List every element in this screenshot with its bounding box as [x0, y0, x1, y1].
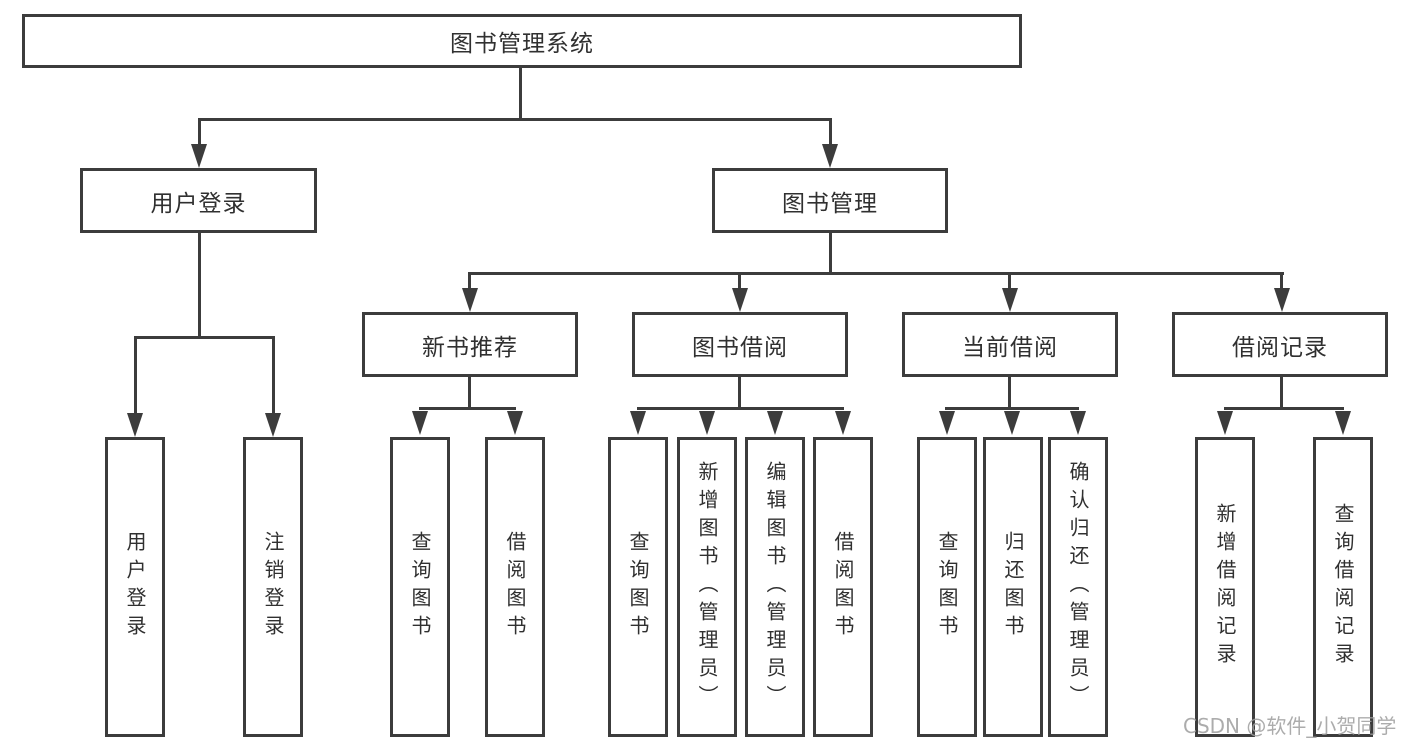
- connector-line: [1280, 272, 1283, 292]
- connector-line: [945, 407, 1079, 410]
- connector-line: [738, 272, 741, 292]
- arrowhead-down-icon: [1274, 288, 1290, 312]
- leaf-query-book-b: 查询图书: [608, 437, 668, 737]
- node-book-borrow-label: 图书借阅: [692, 334, 788, 361]
- node-current-borrow-label: 当前借阅: [962, 334, 1058, 361]
- node-current-borrow: 当前借阅: [902, 312, 1118, 377]
- connector-line: [1008, 377, 1011, 409]
- connector-line: [134, 336, 137, 414]
- leaf-confirm-return: 确认归还（管理员）: [1048, 437, 1108, 737]
- leaf-user-login-label: 用户登录: [123, 531, 147, 643]
- arrowhead-down-icon: [1335, 411, 1351, 435]
- arrowhead-down-icon: [699, 411, 715, 435]
- node-new-book-rec-label: 新书推荐: [422, 334, 518, 361]
- leaf-query-record-label: 查询借阅记录: [1331, 503, 1355, 671]
- connector-line: [419, 407, 516, 410]
- connector-line: [637, 407, 844, 410]
- leaf-add-book-label: 新增图书（管理员）: [695, 461, 719, 713]
- connector-line: [829, 118, 832, 148]
- node-book-borrow: 图书借阅: [632, 312, 848, 377]
- leaf-confirm-return-label: 确认归还（管理员）: [1066, 461, 1090, 713]
- leaf-edit-book-label: 编辑图书（管理员）: [763, 461, 787, 713]
- node-new-book-rec: 新书推荐: [362, 312, 578, 377]
- leaf-borrow-book-a-label: 借阅图书: [503, 531, 527, 643]
- leaf-query-book-b-label: 查询图书: [626, 531, 650, 643]
- arrowhead-down-icon: [412, 411, 428, 435]
- leaf-borrow-book-b-label: 借阅图书: [831, 531, 855, 643]
- node-user-login: 用户登录: [80, 168, 317, 233]
- connector-line: [198, 118, 832, 121]
- connector-line: [519, 68, 522, 120]
- leaf-query-book-a: 查询图书: [390, 437, 450, 737]
- leaf-borrow-book-b: 借阅图书: [813, 437, 873, 737]
- arrowhead-down-icon: [1002, 288, 1018, 312]
- connector-line: [1280, 377, 1283, 409]
- leaf-logout-login-label: 注销登录: [261, 531, 285, 643]
- node-borrow-record: 借阅记录: [1172, 312, 1388, 377]
- leaf-add-record: 新增借阅记录: [1195, 437, 1255, 737]
- node-book-mgmt-label: 图书管理: [782, 190, 878, 217]
- leaf-return-book: 归还图书: [983, 437, 1043, 737]
- connector-line: [272, 336, 275, 414]
- arrowhead-down-icon: [1070, 411, 1086, 435]
- leaf-return-book-label: 归还图书: [1001, 531, 1025, 643]
- leaf-add-record-label: 新增借阅记录: [1213, 503, 1237, 671]
- node-root-label: 图书管理系统: [450, 31, 594, 57]
- leaf-logout-login: 注销登录: [243, 437, 303, 737]
- connector-line: [468, 272, 1284, 275]
- arrowhead-down-icon: [507, 411, 523, 435]
- connector-line: [829, 233, 832, 275]
- leaf-borrow-book-a: 借阅图书: [485, 437, 545, 737]
- leaf-query-book-c-label: 查询图书: [935, 531, 959, 643]
- arrowhead-down-icon: [822, 144, 838, 168]
- arrowhead-down-icon: [767, 411, 783, 435]
- arrowhead-down-icon: [1004, 411, 1020, 435]
- connector-line: [468, 377, 471, 409]
- leaf-query-book-c: 查询图书: [917, 437, 977, 737]
- connector-line: [134, 336, 275, 339]
- leaf-add-book: 新增图书（管理员）: [677, 437, 737, 737]
- node-user-login-label: 用户登录: [150, 190, 247, 217]
- connector-line: [1008, 272, 1011, 292]
- connector-line: [198, 118, 201, 148]
- node-book-mgmt: 图书管理: [712, 168, 948, 233]
- node-borrow-record-label: 借阅记录: [1232, 334, 1328, 361]
- connector-line: [1224, 407, 1344, 410]
- leaf-query-record: 查询借阅记录: [1313, 437, 1373, 737]
- arrowhead-down-icon: [191, 144, 207, 168]
- leaf-edit-book: 编辑图书（管理员）: [745, 437, 805, 737]
- arrowhead-down-icon: [265, 413, 281, 437]
- arrowhead-down-icon: [630, 411, 646, 435]
- connector-line: [198, 233, 201, 338]
- arrowhead-down-icon: [939, 411, 955, 435]
- arrowhead-down-icon: [835, 411, 851, 435]
- arrowhead-down-icon: [732, 288, 748, 312]
- leaf-query-book-a-label: 查询图书: [408, 531, 432, 643]
- connector-line: [468, 272, 471, 292]
- leaf-user-login: 用户登录: [105, 437, 165, 737]
- csdn-watermark: CSDN @软件_小贺同学: [1183, 714, 1397, 738]
- node-root: 图书管理系统: [22, 14, 1022, 68]
- arrowhead-down-icon: [127, 413, 143, 437]
- arrowhead-down-icon: [1217, 411, 1233, 435]
- arrowhead-down-icon: [462, 288, 478, 312]
- connector-line: [738, 377, 741, 409]
